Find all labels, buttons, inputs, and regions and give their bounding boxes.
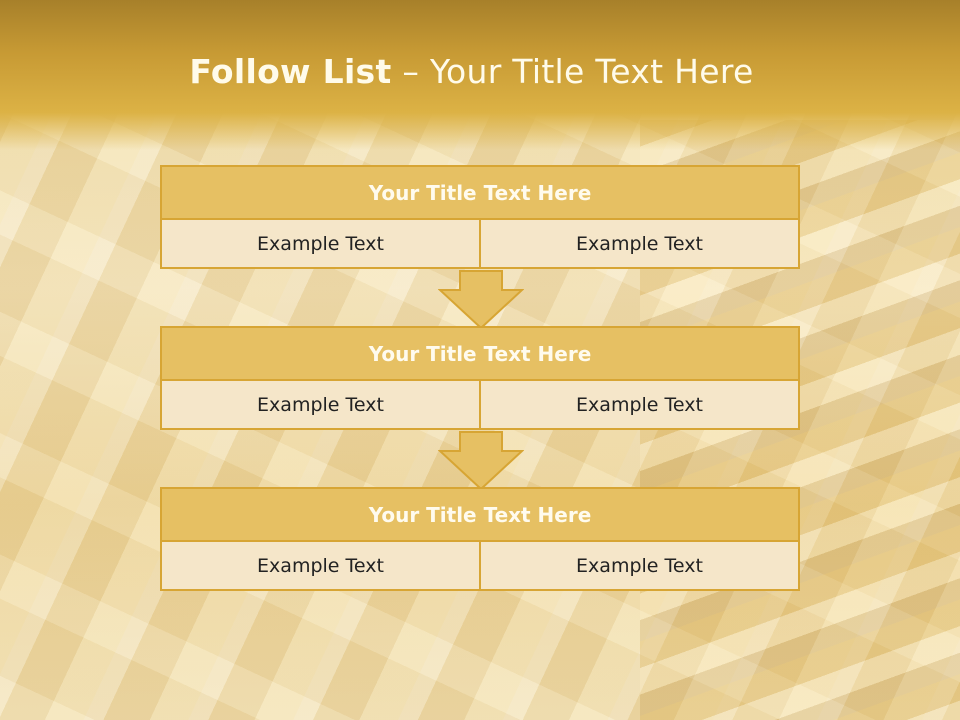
title-banner (0, 0, 960, 150)
down-arrow-icon (438, 431, 524, 491)
slide-title: Follow List – Your Title Text Here (0, 52, 943, 91)
step-row: Example Text Example Text (160, 542, 800, 591)
step-cell-left: Example Text (257, 232, 384, 255)
step-title: Your Title Text Here (160, 326, 800, 381)
slide-title-rest: – Your Title Text Here (402, 52, 754, 91)
step-row: Example Text Example Text (160, 381, 800, 430)
step-box-3: Your Title Text Here Example Text Exampl… (160, 487, 800, 591)
step-title: Your Title Text Here (160, 165, 800, 220)
step-cell-right: Example Text (479, 381, 798, 428)
down-arrow-icon (438, 270, 524, 330)
step-box-2: Your Title Text Here Example Text Exampl… (160, 326, 800, 430)
step-cell-left: Example Text (257, 393, 384, 416)
step-cell-right: Example Text (479, 220, 798, 267)
step-title: Your Title Text Here (160, 487, 800, 542)
step-box-1: Your Title Text Here Example Text Exampl… (160, 165, 800, 269)
step-row: Example Text Example Text (160, 220, 800, 269)
step-cell-right: Example Text (479, 542, 798, 589)
slide-title-bold: Follow List (189, 52, 392, 91)
step-cell-left: Example Text (257, 554, 384, 577)
